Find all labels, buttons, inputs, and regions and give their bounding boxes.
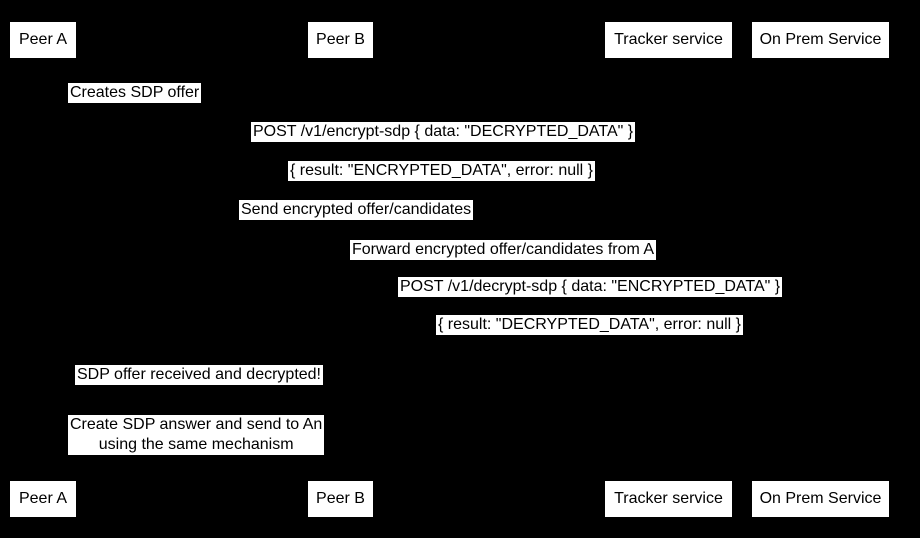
participant-tracker-service-top: Tracker service	[605, 22, 732, 58]
participant-tracker-service-bottom: Tracker service	[605, 481, 732, 517]
message-post-decrypt-sdp: POST /v1/decrypt-sdp { data: "ENCRYPTED_…	[398, 277, 783, 297]
participant-peer-b-bottom: Peer B	[308, 481, 373, 517]
participant-peer-a-bottom: Peer A	[10, 481, 76, 517]
message-result-encrypted-data: { result: "ENCRYPTED_DATA", error: null …	[288, 161, 596, 181]
message-sdp-offer-received: SDP offer received and decrypted!	[75, 365, 323, 385]
participant-peer-a-top: Peer A	[10, 22, 76, 58]
participant-on-prem-service-top: On Prem Service	[752, 22, 889, 58]
message-creates-sdp-offer: Creates SDP offer	[68, 83, 202, 103]
message-forward-encrypted-offer: Forward encrypted offer/candidates from …	[350, 240, 657, 260]
message-post-encrypt-sdp: POST /v1/encrypt-sdp { data: "DECRYPTED_…	[251, 122, 636, 142]
message-result-decrypted-data: { result: "DECRYPTED_DATA", error: null …	[436, 315, 744, 335]
participant-on-prem-service-bottom: On Prem Service	[752, 481, 889, 517]
participant-peer-b-top: Peer B	[308, 22, 373, 58]
note-create-sdp-answer: Create SDP answer and send to An using t…	[68, 415, 325, 455]
message-send-encrypted-offer: Send encrypted offer/candidates	[239, 200, 474, 220]
